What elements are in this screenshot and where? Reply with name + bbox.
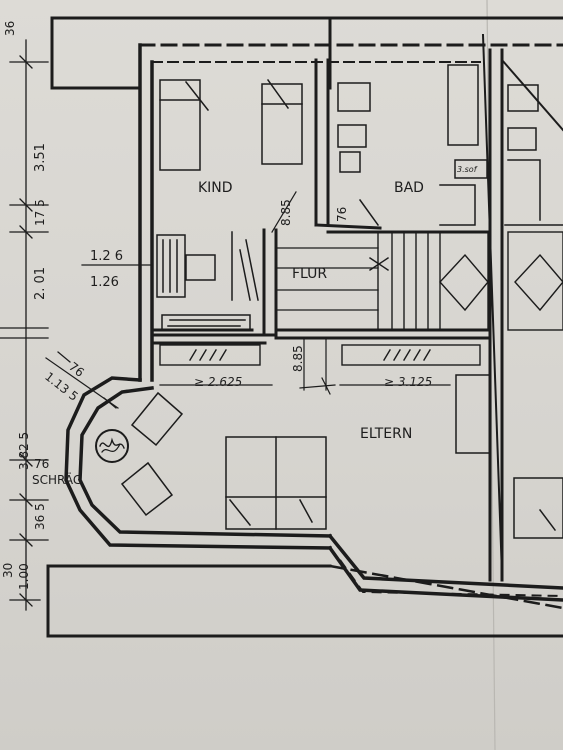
fixture-label: 3.sof bbox=[457, 165, 478, 174]
dim-365: 36 5 bbox=[33, 503, 47, 530]
dim-3825: 3.82 5 bbox=[17, 432, 31, 470]
neighbor-fixtures bbox=[504, 84, 563, 226]
bad-fixtures bbox=[337, 64, 488, 227]
window-marks bbox=[159, 344, 481, 366]
flur-landing bbox=[275, 247, 379, 311]
room-label-bad: BAD bbox=[394, 180, 424, 196]
dim-100: 1.00 bbox=[17, 563, 31, 590]
room-label-eltern: ELTERN bbox=[360, 426, 412, 442]
dim-left-76: 76 bbox=[34, 457, 49, 471]
dim-flur-885: 8.85 bbox=[291, 345, 305, 372]
label-schrag: SCHRÄG bbox=[32, 472, 82, 487]
kind-door-dimension bbox=[271, 191, 297, 233]
kind-window bbox=[156, 234, 216, 298]
dim-175: 17 5 bbox=[33, 199, 47, 226]
roof-hip-line bbox=[500, 58, 563, 132]
bay-dimension bbox=[45, 351, 119, 409]
eave-dashed-bottom bbox=[339, 559, 563, 597]
stair-flight bbox=[369, 231, 489, 331]
roof-band-top bbox=[50, 16, 563, 90]
roof-ridge-line bbox=[481, 33, 504, 577]
bay-chairs bbox=[120, 391, 184, 517]
dim-win-126-bot: 1.26 bbox=[90, 275, 119, 290]
eltern-wardrobe bbox=[455, 374, 491, 454]
room-label-kind: KIND bbox=[198, 180, 233, 196]
exterior-walls bbox=[64, 43, 563, 602]
dim-351: 3.51 bbox=[33, 143, 48, 172]
round-table bbox=[95, 429, 129, 463]
dim-bad-76: 76 bbox=[335, 207, 349, 222]
dim-top-partial: 36 bbox=[3, 21, 17, 36]
left-dimension-chain bbox=[0, 39, 49, 611]
room-label-flur: FLUR bbox=[292, 266, 327, 282]
dim-bay-76: 76 bbox=[66, 359, 87, 379]
eltern-bed bbox=[225, 436, 327, 530]
stair-neighbor bbox=[507, 231, 563, 331]
dim-kind-885: 8.85 bbox=[279, 199, 293, 226]
dimension-arrows bbox=[159, 339, 451, 395]
dim-201: 2. 01 bbox=[33, 267, 48, 300]
neighbor-bed bbox=[513, 477, 563, 539]
dim-kind-width: ≥ 2.625 bbox=[194, 375, 242, 389]
kind-wardrobe bbox=[161, 231, 259, 331]
kind-beds bbox=[159, 78, 303, 171]
dim-left-partial: 30 bbox=[1, 563, 15, 578]
dim-win-126-top: 1.2 6 bbox=[90, 249, 123, 264]
roof-band-bottom bbox=[46, 564, 563, 638]
dim-eltern-width: ≥ 3.125 bbox=[384, 375, 432, 389]
